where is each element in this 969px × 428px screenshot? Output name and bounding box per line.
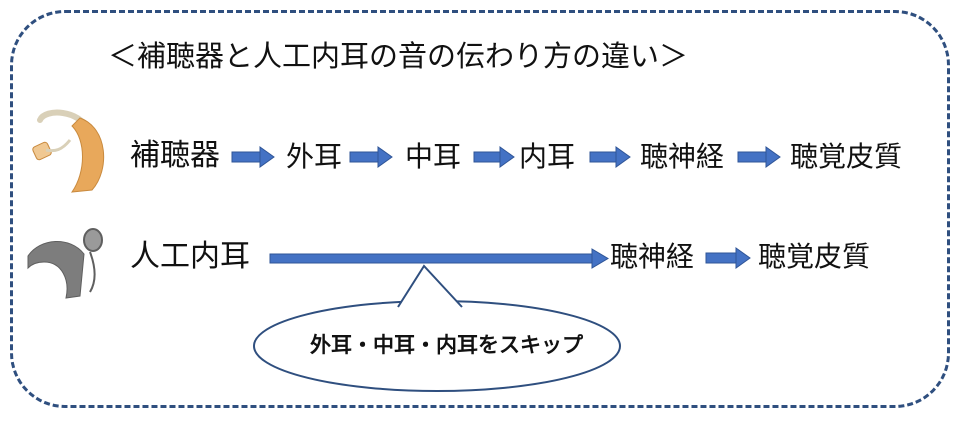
arrow-middle-to-inner-ear xyxy=(473,146,515,168)
callout-bubble xyxy=(253,264,621,392)
implant-arrow-nerve-to-cortex xyxy=(705,247,751,269)
step-inner-ear: 内耳 xyxy=(519,140,576,173)
step-outer-ear: 外耳 xyxy=(286,140,343,173)
implant-step-auditory-nerve: 聴神経 xyxy=(610,240,695,273)
step-auditory-cortex: 聴覚皮質 xyxy=(790,140,903,173)
callout-text: 外耳・中耳・内耳をスキップ xyxy=(310,333,583,357)
arrow-hearing-aid-to-outer-ear xyxy=(231,146,275,168)
arrow-nerve-to-cortex xyxy=(737,146,781,168)
hearing-aid-icon xyxy=(32,109,105,193)
step-middle-ear: 中耳 xyxy=(405,140,462,173)
hearing-aid-label: 補聴器 xyxy=(130,138,220,173)
step-auditory-nerve: 聴神経 xyxy=(640,140,725,173)
arrow-outer-to-middle-ear xyxy=(349,146,393,168)
dashed-frame xyxy=(10,10,950,408)
arrow-inner-ear-to-nerve xyxy=(589,146,631,168)
cochlear-implant-label: 人工内耳 xyxy=(130,239,250,274)
implant-step-auditory-cortex: 聴覚皮質 xyxy=(758,240,871,273)
long-arrow xyxy=(269,248,609,269)
cochlear-implant-icon xyxy=(27,228,103,299)
diagram-title: ＜補聴器と人工内耳の音の伝わり方の違い＞ xyxy=(108,39,689,73)
